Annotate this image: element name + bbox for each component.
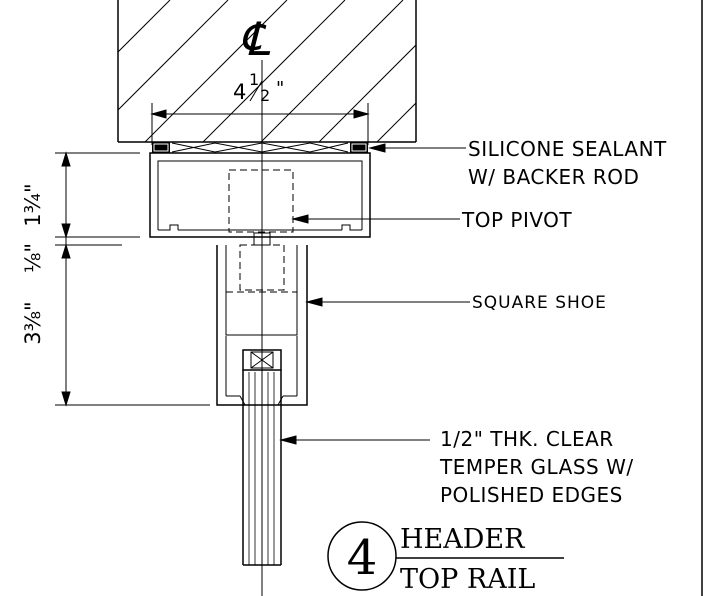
- callout-square-shoe: SQUARE SHOE: [472, 293, 607, 313]
- title-line2: TOP RAIL: [400, 564, 535, 595]
- callout-glass-line1: 1/2" THK. CLEAR: [440, 427, 614, 451]
- top-pivot: [228, 169, 294, 233]
- backer-rod: [171, 142, 349, 153]
- setting-block: [242, 349, 282, 371]
- callout-glass-line2: TEMPER GLASS W/: [439, 455, 634, 479]
- sealant-bead-left: [152, 142, 170, 153]
- glass-panel: [242, 370, 282, 566]
- detail-number-circle: [327, 521, 397, 591]
- callout-sealant-line1: SILICONE SEALANT: [468, 137, 667, 161]
- width-dimension-frac-num: 1: [249, 70, 259, 89]
- centerline-symbol: ℄: [240, 12, 271, 66]
- width-dimension-frac-bar: [249, 80, 263, 102]
- callout-top-pivot: TOP PIVOT: [461, 208, 572, 232]
- shoe-height-dimension: 3⅜": [21, 301, 45, 344]
- header-channel: [149, 152, 371, 238]
- width-dimension: [150, 103, 370, 145]
- leader-lines: [279, 143, 470, 445]
- gap-dimension: ⅛": [21, 243, 45, 273]
- sealant-bead-right: [350, 142, 368, 153]
- callout-glass-line3: POLISHED EDGES: [440, 483, 623, 507]
- header-height-dimension: 1¾": [21, 183, 45, 226]
- square-shoe: [216, 245, 308, 406]
- shoe-insert: [239, 244, 285, 291]
- width-dimension-unit: ": [276, 78, 284, 99]
- width-dimension-frac-den: 2: [260, 86, 270, 105]
- width-dimension-whole: 4: [233, 80, 246, 104]
- backer-rod-2: [171, 142, 349, 153]
- title-block: 4 HEADER TOP RAIL: [327, 521, 564, 595]
- callout-sealant-line2: W/ BACKER ROD: [468, 165, 639, 189]
- title-line1: HEADER: [400, 524, 525, 555]
- vertical-dimensions: [55, 151, 210, 407]
- ceiling-structure: [117, 0, 417, 143]
- detail-number: 4: [347, 530, 378, 586]
